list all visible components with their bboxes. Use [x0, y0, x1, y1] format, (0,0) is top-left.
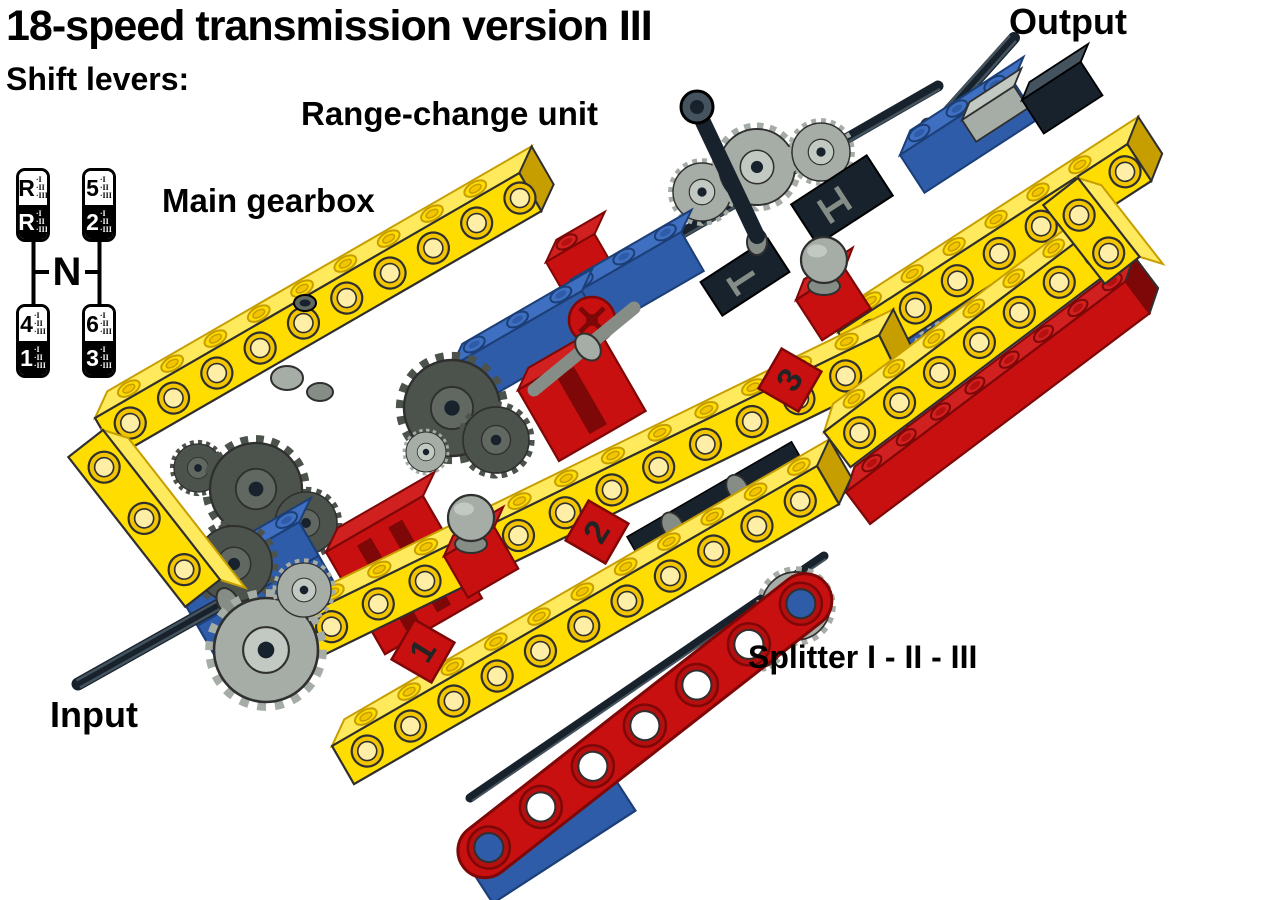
technic-beam-middle: [247, 307, 914, 684]
shift-tile-6-3: 6 ·I·II·III 3 ·I·II·III: [82, 304, 116, 378]
gear-label: 6: [86, 310, 99, 337]
gear-label: 4: [20, 310, 33, 337]
shift-cell: 6 ·I·II·III: [85, 307, 113, 341]
brick-red-small: [543, 209, 616, 299]
range-ticks: ·I·II·III: [99, 311, 112, 336]
plate-gray-output: [960, 65, 1030, 144]
gear-label: R: [18, 208, 35, 235]
frame-post-left: [66, 428, 249, 609]
shift-tile-5-2: 5 ·I·II·III 2 ·I·II·III: [82, 168, 116, 242]
main-gearbox-lever: [270, 294, 334, 402]
range-ticks: ·I·II·III: [35, 175, 48, 200]
label-input: Input: [50, 694, 138, 735]
shift-tile-reverse: R ·I·II·III R ·I·II·III: [16, 168, 50, 242]
range-ticks: ·I·II·III: [99, 345, 112, 370]
range-change-lever: [679, 89, 768, 256]
shift-cell: 4 ·I·II·III: [19, 307, 47, 341]
shift-cell: 3 ·I·II·III: [85, 341, 113, 375]
splitter-lever-front: [441, 493, 520, 600]
splitter-tile-1: 1: [389, 617, 457, 685]
shift-levers-heading: Shift levers:: [6, 61, 190, 97]
range-ticks: ·I·II·III: [33, 311, 46, 336]
range-ticks: ·I·II·III: [35, 209, 48, 234]
range-ticks: ·I·II·III: [33, 345, 46, 370]
shift-cell: R ·I·II·III: [19, 171, 47, 205]
label-main-gearbox: Main gearbox: [162, 182, 375, 219]
label-range-change-unit: Range-change unit: [301, 95, 599, 132]
gear-center-small: [402, 428, 450, 476]
splitter-lever-rear: [793, 235, 873, 342]
page-title: 18-speed transmission version III: [6, 2, 653, 50]
driving-ring-shaft: [527, 301, 641, 397]
gear-label: 5: [86, 174, 99, 201]
frame-post-right: [1041, 176, 1166, 286]
range-ticks: ·I·II·III: [99, 175, 112, 200]
shift-gate-l-tile: [699, 237, 791, 317]
neutral-position-label: N: [49, 250, 85, 294]
splitter-tile-2: 2: [563, 498, 631, 566]
lever-ball-knob: [446, 493, 496, 543]
range-ticks: ·I·II·III: [99, 209, 112, 234]
shift-cell: 5 ·I·II·III: [85, 171, 113, 205]
gear-label: R: [18, 174, 35, 201]
label-output: Output: [1009, 1, 1127, 42]
shift-pattern-diagram: R ·I·II·III R ·I·II·III 5 ·I·II·III 2 ·I…: [16, 167, 118, 381]
technic-beam-back: [92, 143, 555, 458]
shift-cell: 1 ·I·II·III: [19, 341, 47, 375]
label-splitter: Splitter I - II - III: [748, 639, 978, 675]
shift-tile-4-1: 4 ·I·II·III 1 ·I·II·III: [16, 304, 50, 378]
technic-beam-front: [329, 436, 853, 786]
gear-label: 2: [86, 208, 99, 235]
block-dark-output: [1020, 41, 1104, 135]
gear-label: 3: [86, 344, 99, 371]
shift-gate-h-tile: [789, 153, 895, 247]
shift-cell: 2 ·I·II·III: [85, 205, 113, 239]
lever-ball-knob: [799, 235, 849, 285]
red-liftarm: [456, 572, 834, 880]
shift-cell: R ·I·II·III: [19, 205, 47, 239]
splitter-tile-3: 3: [756, 346, 824, 414]
gear-label: 1: [20, 344, 33, 371]
